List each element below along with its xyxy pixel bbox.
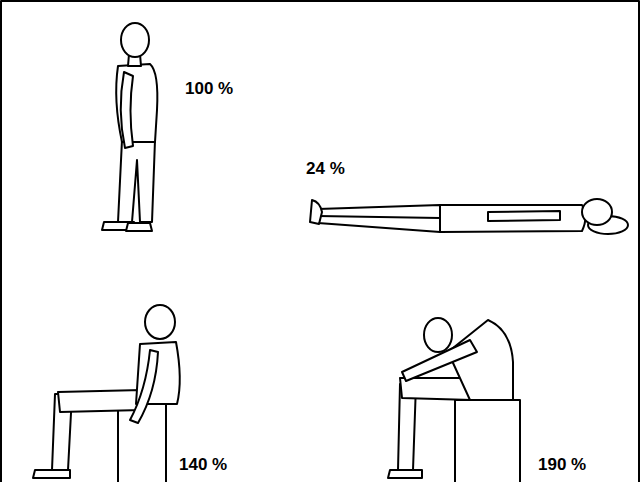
arm (121, 72, 133, 148)
foot (126, 223, 152, 231)
seat (455, 400, 520, 482)
legs (118, 140, 155, 222)
head (145, 305, 175, 339)
percentage-label: 24 % (306, 160, 345, 179)
percentage-label: 100 % (185, 80, 233, 99)
head (424, 318, 452, 352)
lying-figure (310, 199, 628, 234)
sitting-forward-figure (388, 318, 520, 482)
feet (310, 200, 322, 224)
thigh (58, 390, 142, 412)
torso (440, 205, 586, 232)
arm (488, 211, 560, 221)
head (121, 23, 149, 57)
sitting-upright-figure (33, 305, 180, 482)
foot (388, 470, 422, 478)
standing-figure (102, 23, 157, 231)
head (582, 199, 612, 225)
legs (318, 205, 440, 232)
leg-line (318, 216, 440, 218)
arm (130, 350, 158, 423)
foot (33, 470, 70, 478)
percentage-label: 140 % (179, 456, 227, 475)
percentage-label: 190 % (538, 456, 586, 475)
